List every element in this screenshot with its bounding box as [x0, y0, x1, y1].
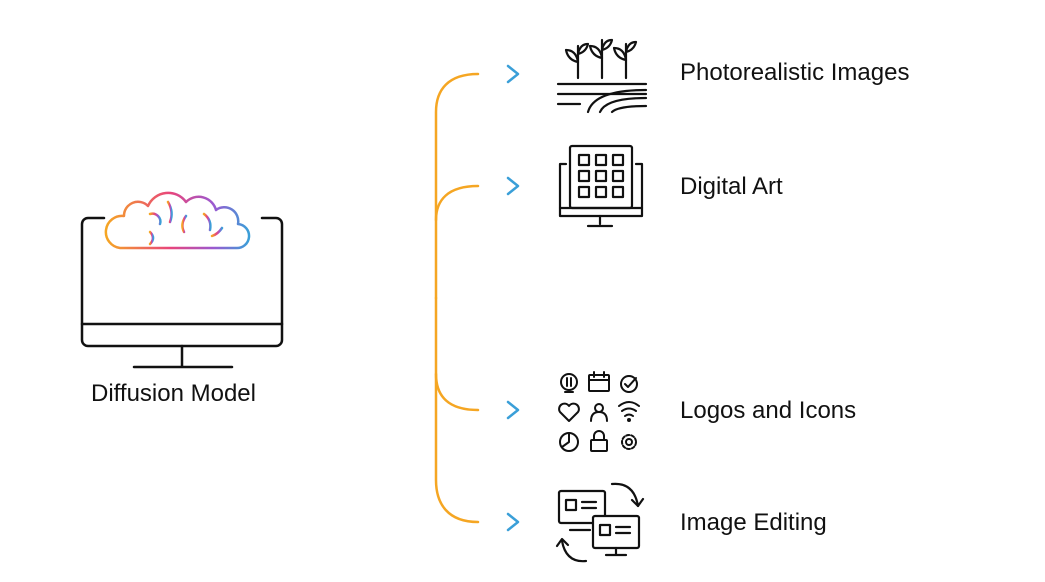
pie-chart-icon: [559, 432, 579, 452]
output-label-image-editing: Image Editing: [680, 509, 827, 536]
gear-icon: [621, 434, 637, 450]
connector-lines: [318, 64, 520, 532]
arrow-head-2: [506, 400, 520, 420]
icon-grid-icon: [558, 371, 640, 452]
wifi-icon: [618, 401, 640, 422]
swap-screens-icon: [555, 482, 645, 563]
calendar-icon: [588, 371, 610, 392]
heart-icon: [558, 402, 580, 422]
monitor-icon: [80, 216, 284, 369]
output-label-photorealistic-images: Photorealistic Images: [680, 59, 910, 86]
lock-icon: [590, 430, 608, 452]
brain-cloud-icon: [104, 191, 251, 250]
branch-digital-art-curve: [434, 184, 480, 222]
trunk-up: [434, 72, 480, 300]
source-label: Diffusion Model: [91, 380, 256, 407]
tablet-grid-icon: [558, 144, 644, 228]
output-label-logos-and-icons: Logos and Icons: [680, 397, 857, 424]
check-circle-icon: [620, 375, 638, 393]
user-icon: [590, 403, 608, 422]
arrow-head-1: [506, 176, 520, 196]
plants-field-icon: [556, 38, 648, 114]
output-label-digital-art: Digital Art: [680, 173, 783, 200]
branch-logos-curve: [434, 372, 480, 412]
arrow-head-3: [506, 512, 520, 532]
lightbulb-icon: [560, 373, 578, 393]
trunk-down: [434, 296, 480, 524]
arrow-head-0: [506, 64, 520, 84]
